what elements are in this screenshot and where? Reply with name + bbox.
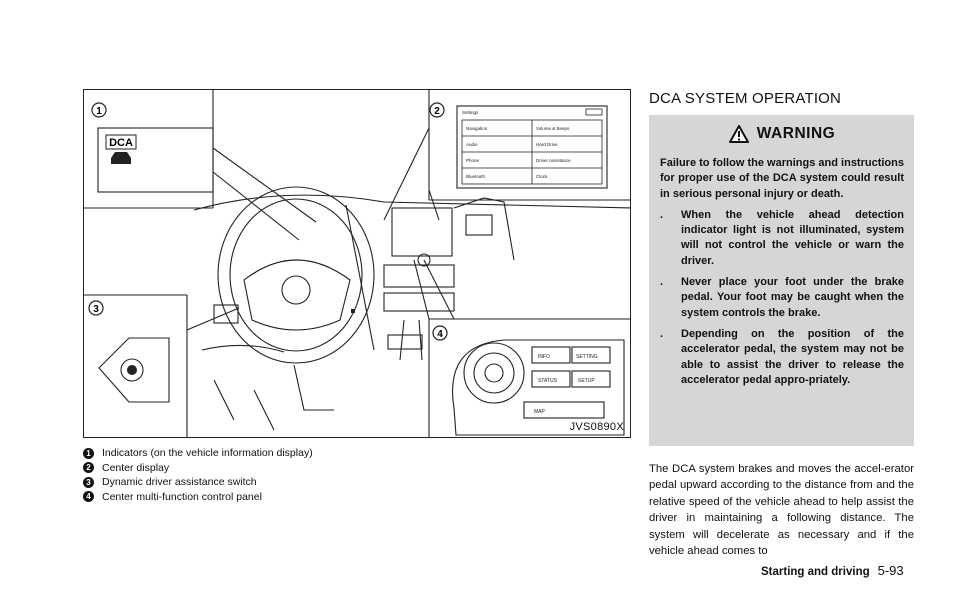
warning-header: WARNING (660, 125, 904, 143)
svg-text:4: 4 (437, 329, 443, 340)
page-number: 5-93 (877, 563, 904, 578)
warning-item-text: When the vehicle ahead detection indicat… (681, 208, 904, 267)
body-paragraph: The DCA system brakes and moves the acce… (649, 463, 914, 558)
caption-number: 4 (83, 491, 94, 503)
warning-intro: Failure to follow the warnings and instr… (660, 157, 904, 200)
display-item-volume: Volume & Beeps (536, 126, 570, 131)
caption-item: 2 Center display (83, 461, 631, 476)
caption-number: 2 (83, 462, 94, 474)
caption-item: 1 Indicators (on the vehicle information… (83, 446, 631, 461)
warning-item-text: Depending on the position of the acceler… (681, 327, 904, 386)
figure-captions: 1 Indicators (on the vehicle information… (83, 446, 631, 504)
driver-assistance-switch (98, 337, 170, 403)
callout-4: 4 (432, 325, 448, 341)
display-item-clock: Clock (536, 174, 548, 179)
callout-3: 3 (88, 300, 104, 316)
center-display-inset (456, 105, 608, 189)
warning-list: . When the vehicle ahead detection indica… (660, 208, 904, 388)
callout-2: 2 (429, 102, 445, 118)
bullet-mark: . (660, 327, 664, 340)
panel-label-info: INFO (538, 354, 550, 360)
caption-text: Dynamic driver assistance switch (102, 476, 257, 489)
svg-text:2: 2 (434, 106, 440, 117)
svg-text:1: 1 (96, 106, 102, 117)
page-footer: Starting and driving 5-93 (761, 563, 904, 578)
dca-indicator-text: DCA (109, 137, 133, 149)
panel-label-setting: SETTING (576, 354, 598, 360)
control-panel-drawing (452, 339, 625, 436)
dashboard-illustration: DCA Settings Navigation Volume & Beeps A… (83, 89, 631, 438)
warning-triangle-icon (728, 125, 749, 143)
panel-label-map: MAP (534, 409, 546, 415)
dashboard-drawing: DCA Settings Navigation Volume & Beeps A… (84, 90, 630, 437)
car-icon (111, 152, 131, 164)
footer-section-title: Starting and driving (761, 566, 870, 578)
callout-1: 1 (91, 102, 107, 118)
svg-text:3: 3 (93, 304, 99, 315)
display-item-navigation: Navigation (466, 126, 488, 131)
display-item-driver-assistance: Driver Assistance (536, 158, 571, 163)
caption-item: 3 Dynamic driver assistance switch (83, 475, 631, 490)
warning-title: WARNING (756, 125, 836, 142)
display-item-bluetooth: Bluetooth (466, 174, 486, 179)
bullet-mark: . (660, 276, 664, 289)
caption-text: Center display (102, 461, 170, 474)
warning-box: WARNING Failure to follow the warnings a… (649, 115, 914, 446)
section-title: DCA SYSTEM OPERATION (649, 90, 842, 107)
caption-text: Center multi-function control panel (102, 490, 262, 503)
panel-label-setup: SETUP (578, 378, 595, 384)
display-item-audio: Audio (466, 142, 478, 147)
center-display-menu: Navigation Volume & Beeps Audio Hard Dri… (466, 126, 571, 179)
display-item-phone: Phone (466, 158, 480, 163)
warning-item-text: Never place your foot under the brake pe… (681, 276, 904, 319)
caption-number: 1 (83, 447, 94, 459)
center-display-header: Settings (462, 110, 479, 115)
warning-item: . Depending on the position of the accele… (660, 327, 904, 388)
warning-item: . Never place your foot under the brake p… (660, 275, 904, 321)
caption-number: 3 (83, 476, 94, 488)
warning-item: . When the vehicle ahead detection indica… (660, 208, 904, 269)
panel-label-status: STATUS (538, 378, 558, 384)
caption-item: 4 Center multi-function control panel (83, 490, 631, 505)
figure-code: JVS0890X (569, 421, 624, 433)
display-item-hard-drive: Hard Drive (536, 142, 558, 147)
caption-text: Indicators (on the vehicle information d… (102, 447, 313, 460)
bullet-mark: . (660, 208, 664, 221)
